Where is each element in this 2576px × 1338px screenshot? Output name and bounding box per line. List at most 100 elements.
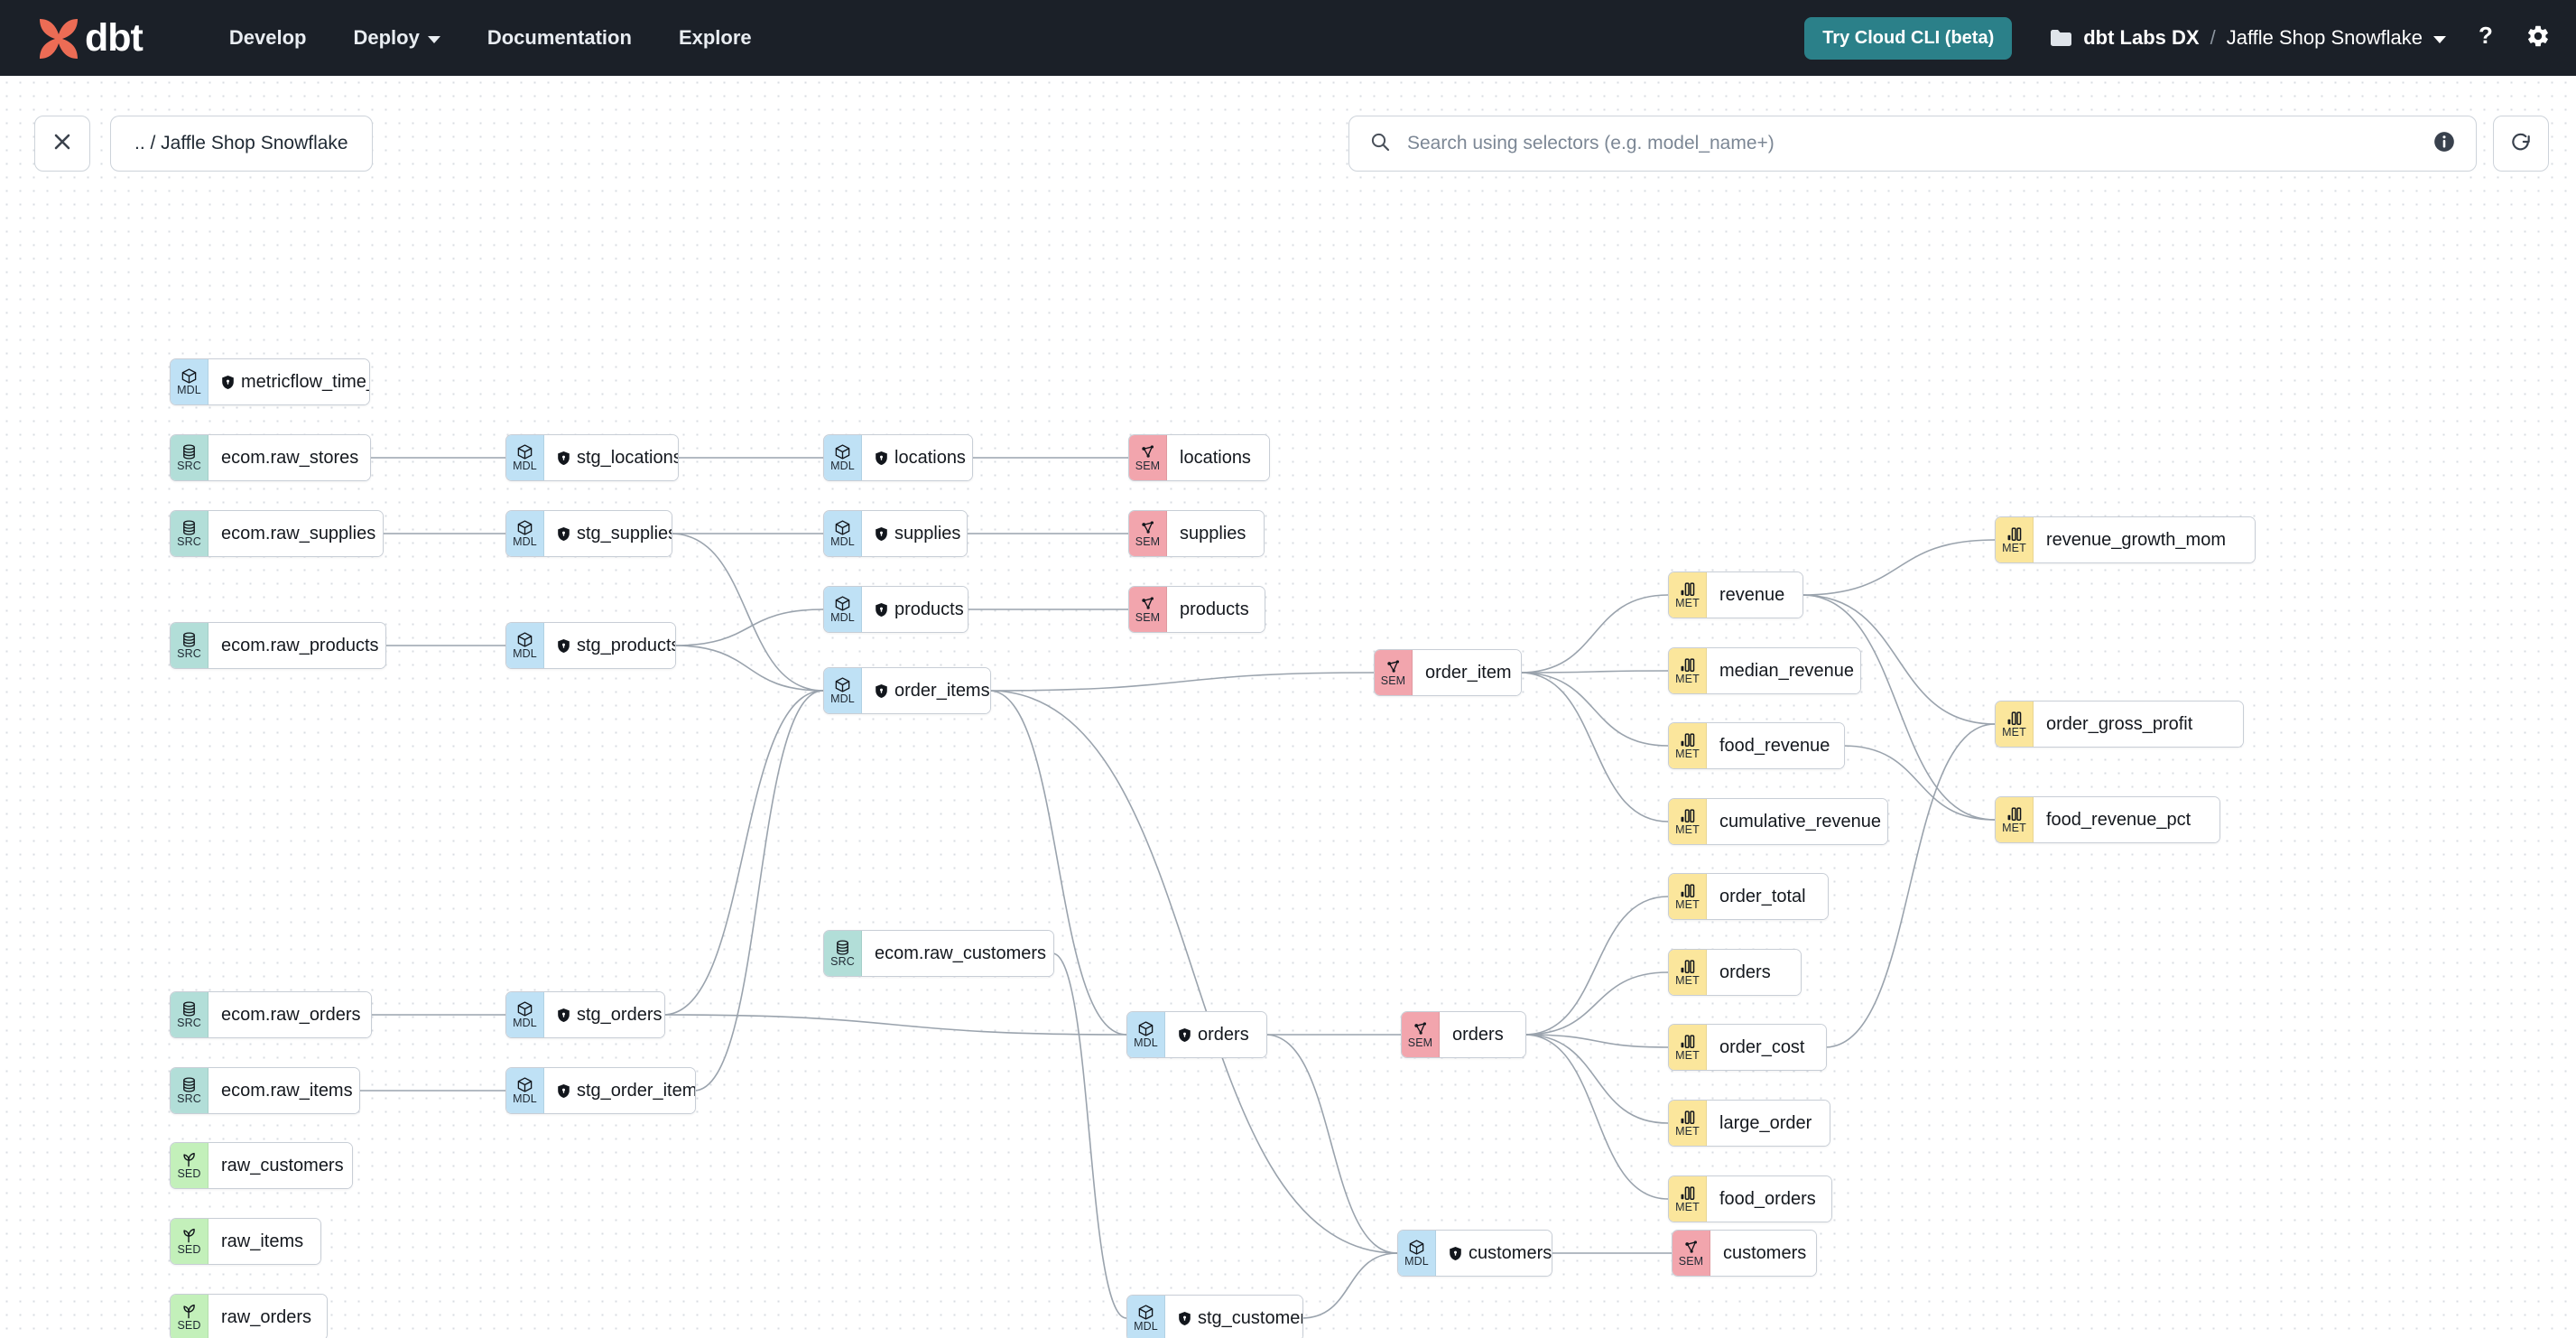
help-button[interactable]: ? — [2473, 22, 2498, 53]
semantic-graph-icon — [1385, 658, 1402, 675]
dbt-logo[interactable]: dbt — [34, 14, 144, 61]
node-type-badge-met: MET — [1996, 702, 2034, 747]
settings-button[interactable] — [2525, 23, 2551, 53]
node-body: ecom.raw_stores — [208, 435, 370, 480]
node-type-badge-met: MET — [1669, 648, 1707, 693]
cube-icon — [834, 519, 851, 536]
graph-node-order_items[interactable]: MDL order_items — [823, 667, 991, 714]
node-type-badge-src: SRC — [171, 511, 208, 556]
node-body: food_orders — [1707, 1176, 1831, 1222]
search-input[interactable] — [1405, 132, 2418, 155]
node-type-badge-mdl: MDL — [1127, 1296, 1165, 1338]
breadcrumb-pill[interactable]: .. / Jaffle Shop Snowflake — [110, 116, 373, 172]
refresh-button[interactable] — [2493, 116, 2549, 172]
close-button[interactable] — [34, 116, 90, 172]
node-type-code: SRC — [177, 460, 201, 472]
try-cloud-cli-button[interactable]: Try Cloud CLI (beta) — [1804, 16, 2013, 60]
node-type-badge-met: MET — [1669, 874, 1707, 919]
chevron-down-icon — [427, 35, 440, 43]
nav-link-explore[interactable]: Explore — [655, 17, 775, 59]
node-body: order_item — [1413, 650, 1521, 695]
lineage-edge — [1842, 745, 1996, 821]
shield-icon — [557, 638, 570, 654]
node-type-badge-mdl: MDL — [824, 511, 862, 556]
database-icon — [181, 443, 198, 460]
gear-icon — [2525, 23, 2551, 53]
question-mark-icon: ? — [2473, 22, 2498, 53]
node-label: ecom.raw_stores — [221, 448, 359, 468]
nav-link-deploy[interactable]: Deploy — [329, 17, 463, 59]
node-type-badge-src: SRC — [171, 992, 208, 1037]
node-type-badge-mdl: MDL — [506, 511, 544, 556]
node-type-badge-mdl: MDL — [506, 1068, 544, 1113]
node-body: metricflow_time_spine — [208, 359, 369, 404]
node-type-code: MDL — [830, 692, 855, 705]
cube-icon — [834, 595, 851, 612]
nav-link-develop[interactable]: Develop — [206, 17, 330, 59]
node-type-code: MDL — [830, 460, 855, 472]
node-type-badge-src: SRC — [171, 623, 208, 668]
node-body: order_gross_profit — [2034, 702, 2243, 747]
info-icon[interactable] — [2432, 130, 2456, 158]
node-type-code: MDL — [830, 611, 855, 624]
shield-icon — [875, 451, 888, 466]
node-body: revenue — [1707, 572, 1802, 618]
node-type-badge-src: SRC — [171, 1068, 208, 1113]
lineage-graph-canvas[interactable]: MDLmetricflow_time_spineSRCecom.raw_stor… — [0, 76, 2576, 1338]
semantic-graph-icon — [1682, 1239, 1700, 1256]
graph-node-ecom_raw_stores[interactable]: SRC ecom.raw_stores — [170, 434, 371, 481]
shield-icon — [875, 602, 888, 618]
search-bar[interactable] — [1348, 116, 2477, 172]
node-body: order_cost — [1707, 1025, 1826, 1070]
node-label: order_items — [894, 681, 990, 701]
node-type-code: SRC — [177, 647, 201, 660]
node-type-code: SEM — [1135, 460, 1161, 472]
account-project-breadcrumb[interactable]: dbt Labs DX / Jaffle Shop Snowflake — [2050, 26, 2446, 50]
graph-node-ecom_raw_products[interactable]: SRC ecom.raw_products — [170, 622, 386, 669]
node-label: ecom.raw_customers — [875, 943, 1047, 963]
sprout-icon — [181, 1303, 198, 1320]
nav-link-deploy-label: Deploy — [353, 26, 420, 49]
node-body: raw_orders — [208, 1295, 327, 1338]
node-label: ecom.raw_products — [221, 636, 379, 655]
node-body: ecom.raw_items — [208, 1068, 359, 1113]
nav-link-documentation[interactable]: Documentation — [464, 17, 655, 59]
